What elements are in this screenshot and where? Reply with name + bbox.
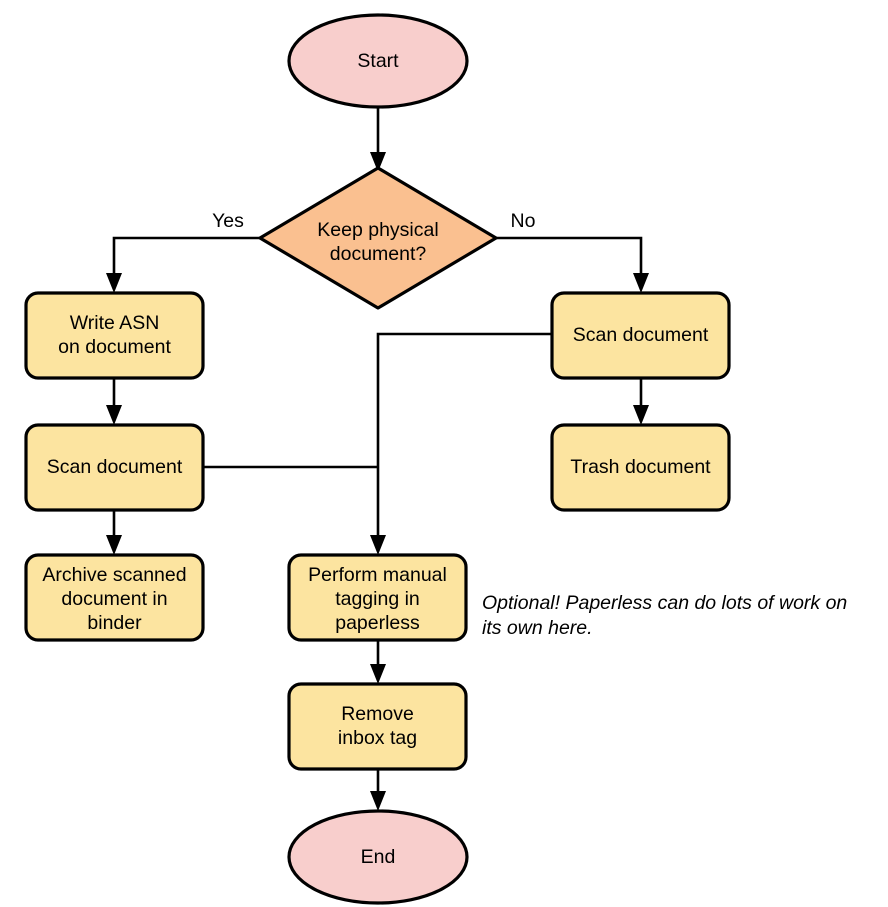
edge-line (496, 236, 643, 279)
node-decision-label-line2: document? (330, 243, 427, 265)
node-scan-document-left[interactable]: Scan document (24, 423, 205, 512)
arrowhead-icon (370, 664, 386, 684)
edge-write-asn-to-scan-left (106, 378, 122, 425)
node-remove-inbox-label-line1: Remove (341, 703, 414, 725)
start-ellipse[interactable] (287, 13, 469, 109)
edge-line (376, 332, 552, 541)
node-start-label: Start (357, 50, 399, 72)
edge-label-yes: Yes (212, 210, 244, 232)
arrowhead-icon (106, 535, 122, 555)
arrowhead-icon (370, 791, 386, 811)
node-scan-document-right-label: Scan document (573, 324, 709, 346)
node-manual-tagging-label-line1: Perform manual (308, 564, 447, 586)
edge-label-no: No (511, 210, 536, 232)
node-scan-document-left-label: Scan document (47, 456, 183, 478)
node-write-asn-on-document[interactable]: Write ASN on document (24, 291, 205, 380)
trash-document-rect[interactable] (550, 423, 731, 512)
arrowhead-icon (106, 273, 122, 293)
node-manual-tagging-label-line3: paperless (335, 612, 420, 634)
manual-tagging-rect[interactable] (287, 553, 468, 642)
annotation-optional-note: Optional! Paperless can do lots of work … (482, 592, 847, 639)
node-perform-manual-tagging[interactable]: Perform manual tagging in paperless (287, 553, 468, 642)
node-end[interactable]: End (287, 809, 469, 905)
remove-inbox-tag-rect[interactable] (287, 682, 468, 771)
edge-remove-inbox-to-end (370, 769, 386, 811)
node-end-label: End (361, 846, 396, 868)
edge-decision-yes-to-write-asn (106, 236, 260, 293)
scan-document-left-rect[interactable] (24, 423, 205, 512)
arrowhead-icon (370, 535, 386, 555)
arrowhead-icon (370, 152, 386, 172)
decision-diamond[interactable] (258, 166, 498, 310)
node-write-asn-label-line1: Write ASN (70, 312, 160, 334)
node-write-asn-label-line2: on document (58, 336, 171, 358)
edge-scan-left-to-archive (106, 510, 122, 555)
write-asn-rect[interactable] (24, 291, 205, 380)
node-decision-keep-physical-document[interactable]: Keep physical document? (258, 166, 498, 310)
annotation-line2: its own here. (482, 617, 593, 639)
edge-scan-right-to-manual-tagging (370, 332, 552, 555)
arrowhead-icon (633, 273, 649, 293)
node-archive-scanned-document-in-binder[interactable]: Archive scanned document in binder (24, 553, 205, 642)
node-archive-label-line2: document in (61, 588, 167, 610)
edge-start-to-decision (370, 107, 386, 172)
node-archive-label-line3: binder (87, 612, 142, 634)
annotation-line1: Optional! Paperless can do lots of work … (482, 592, 847, 614)
archive-rect[interactable] (24, 553, 205, 642)
node-decision-label-line1: Keep physical (317, 219, 438, 241)
node-remove-inbox-tag[interactable]: Remove inbox tag (287, 682, 468, 771)
node-trash-document[interactable]: Trash document (550, 423, 731, 512)
edge-decision-no-to-scan-right (496, 236, 649, 293)
edge-scan-right-to-trash (633, 378, 649, 425)
arrowhead-icon (633, 405, 649, 425)
edge-line (112, 236, 260, 279)
node-trash-document-label: Trash document (570, 456, 711, 478)
node-archive-label-line1: Archive scanned (42, 564, 186, 586)
scan-document-right-rect[interactable] (550, 291, 731, 380)
node-manual-tagging-label-line2: tagging in (335, 588, 420, 610)
edge-manual-tagging-to-remove-inbox (370, 640, 386, 684)
arrowhead-icon (106, 405, 122, 425)
end-ellipse[interactable] (287, 809, 469, 905)
node-scan-document-right[interactable]: Scan document (550, 291, 731, 380)
node-start[interactable]: Start (287, 13, 469, 109)
node-remove-inbox-label-line2: inbox tag (338, 727, 417, 749)
